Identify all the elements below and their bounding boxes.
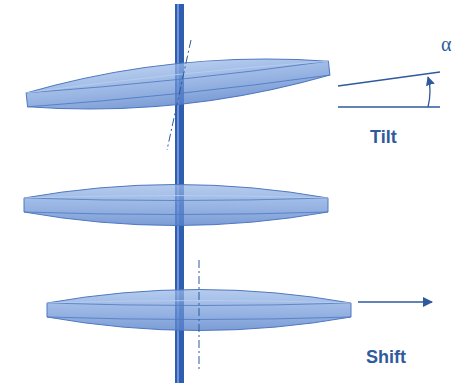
angle-arc <box>428 77 430 107</box>
tilt-line <box>338 72 440 86</box>
angle-symbol: α <box>441 34 451 54</box>
shift-arrow <box>358 301 432 303</box>
tilted-axis <box>167 40 191 150</box>
reference-line <box>338 106 440 107</box>
centered-lens <box>24 185 328 226</box>
tilt-label: Tilt <box>370 128 397 146</box>
tilted-lens <box>25 48 332 121</box>
shift-label: Shift <box>366 348 406 366</box>
shifted-axis <box>199 260 200 372</box>
